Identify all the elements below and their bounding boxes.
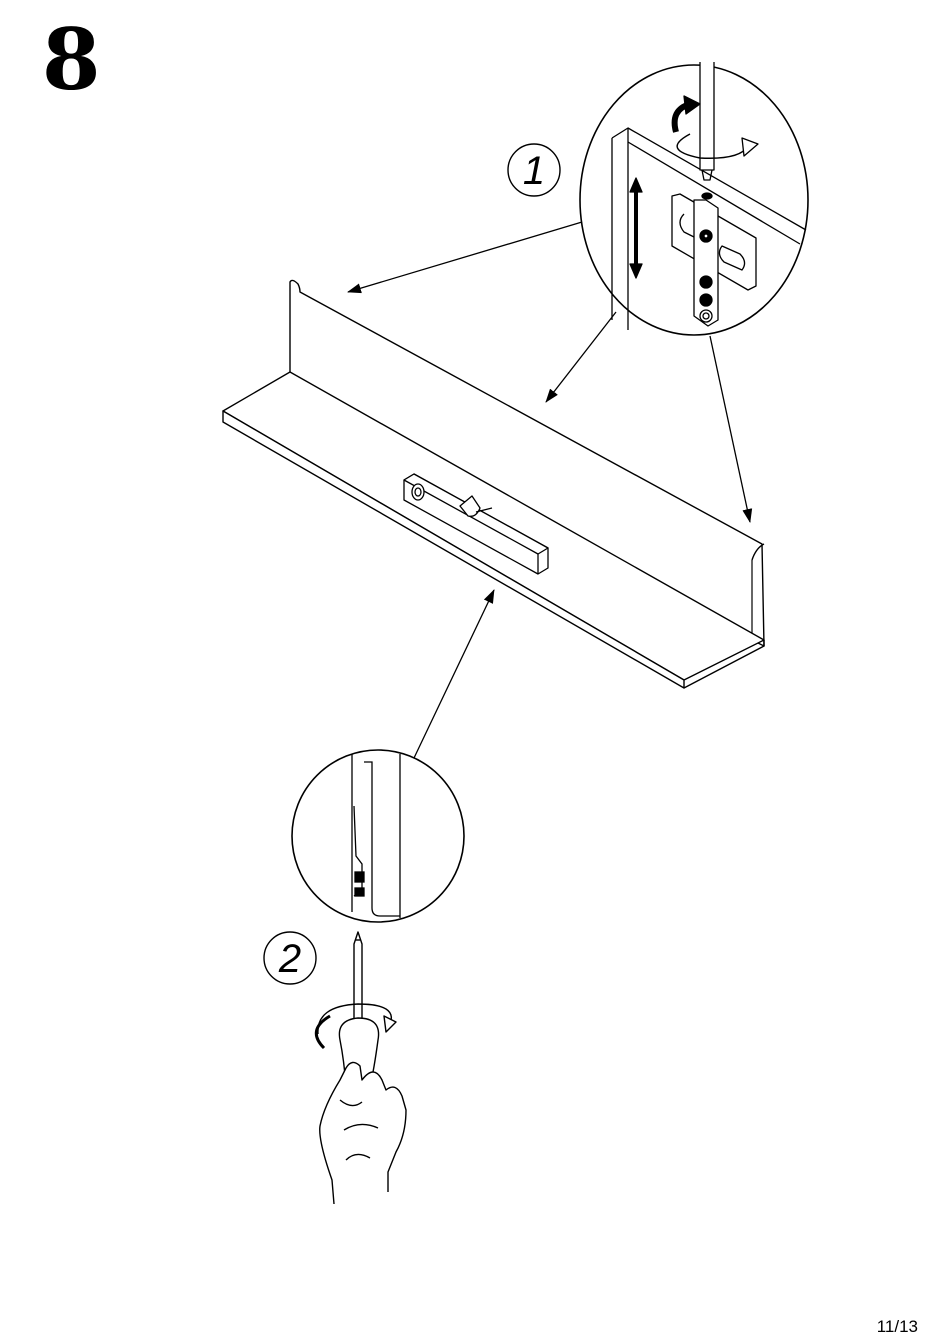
- callout-two-label: 2: [278, 937, 301, 981]
- page-number: 11/13: [877, 1317, 918, 1337]
- pointer-arrow-bottom: [414, 590, 494, 758]
- callout-one-label: 1: [523, 149, 545, 193]
- callout-two: 2: [264, 932, 316, 984]
- screwdriver-hand-icon: [316, 932, 406, 1204]
- detail-circle-adjust: [292, 750, 464, 922]
- shelf: [223, 280, 764, 688]
- callout-one: 1: [508, 144, 560, 196]
